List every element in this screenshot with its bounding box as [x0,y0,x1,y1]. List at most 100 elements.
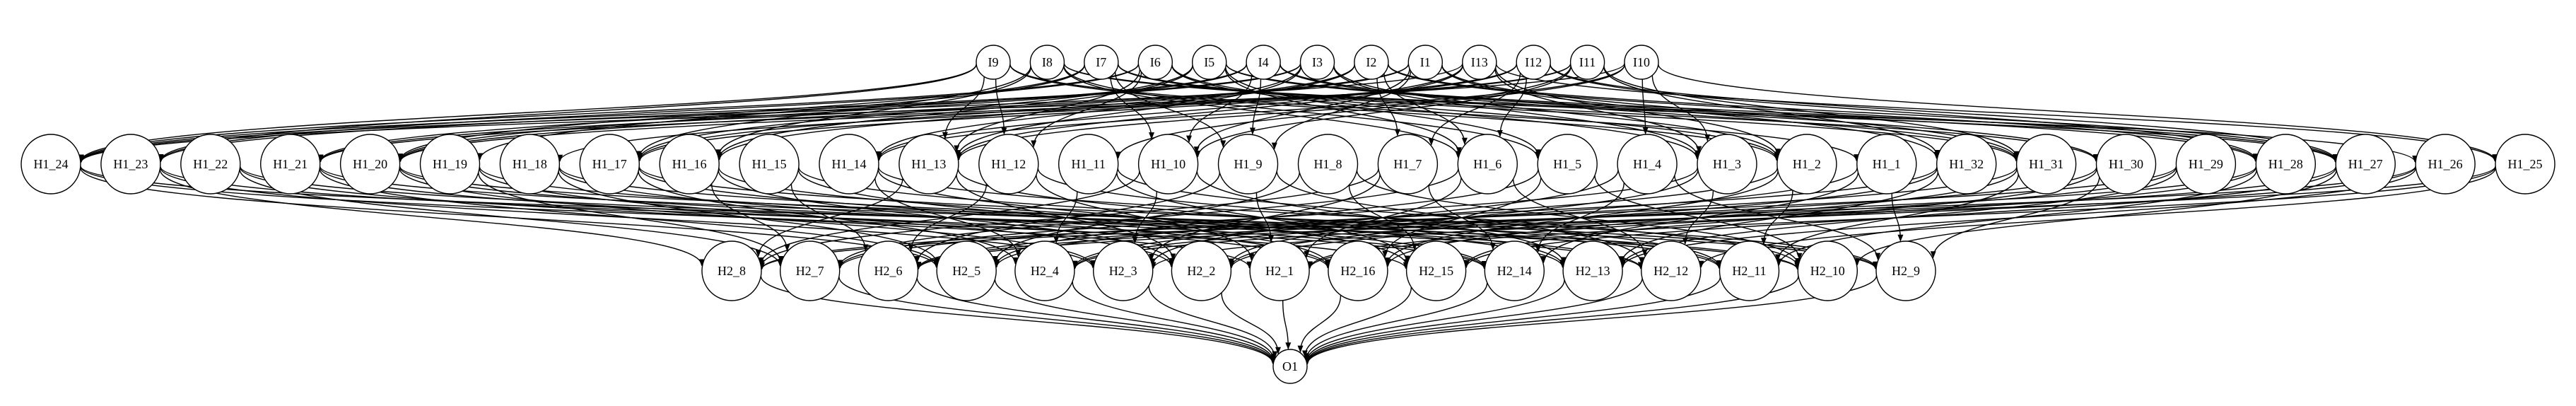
node-circle [2015,134,2077,195]
node-circle [499,134,561,195]
node-circle [739,134,800,195]
hidden2-node-h2-10: H2_10 [1797,240,1858,301]
node-label: H1_24 [34,157,69,171]
edge-h2-12-to-o1 [1304,278,1643,363]
input-node-i7: I7 [1084,45,1119,80]
edge-i3-to-h1-13 [955,66,1301,158]
node-label: H1_11 [1072,157,1106,171]
edge-h2-15-to-o1 [1301,286,1412,358]
hidden1-node-h1-17: H1_17 [579,134,640,195]
edge-h1-26-to-h2-3 [1150,166,2416,269]
node-circle [1405,240,1467,301]
node-label: I6 [1150,55,1161,69]
edge-h2-14-to-o1 [1304,282,1488,361]
node-label: H1_10 [1151,157,1185,171]
node-label: H2_3 [1109,264,1137,278]
hidden2-node-h2-3: H2_3 [1092,240,1154,301]
edges-layer [78,63,2498,365]
edge-i11-to-h1-32 [1603,66,1940,157]
edge-h1-19-to-h2-7 [478,172,784,263]
edge-i13-to-h1-2 [1495,67,1781,156]
node-label: I13 [1471,55,1488,69]
input-node-i4: I4 [1246,45,1281,80]
node-label: I4 [1258,55,1269,69]
hidden1-node-h1-2: H1_2 [1776,134,1837,195]
hidden1-node-h1-28: H1_28 [2255,134,2317,195]
input-node-i12: I12 [1516,45,1551,80]
edge-h2-3-to-o1 [1148,285,1278,359]
node-label: H2_8 [718,264,746,278]
hidden2-node-h2-2: H2_2 [1171,240,1232,301]
edge-i1-to-h1-10 [1193,68,1410,154]
edge-h1-29-to-h2-8 [759,166,2177,269]
node-label: H2_10 [1810,264,1845,278]
node-label: H1_17 [592,157,627,171]
hidden2-node-h2-13: H2_13 [1562,240,1623,301]
hidden2-node-h2-11: H2_11 [1719,240,1780,301]
hidden1-node-h1-26: H1_26 [2415,134,2476,195]
node-circle [978,134,1039,195]
node-label: H1_29 [2189,157,2223,171]
node-circle [1354,45,1389,80]
hidden2-node-h2-14: H2_14 [1484,240,1545,301]
input-node-i10: I10 [1624,45,1659,80]
hidden2-node-h2-12: H2_12 [1641,240,1702,301]
node-label: H1_7 [1393,157,1422,171]
node-label: H2_5 [952,264,980,278]
node-circle [1014,240,1075,301]
hidden1-node-h1-10: H1_10 [1137,134,1199,195]
node-circle [579,134,640,195]
node-label: H1_32 [1949,157,1984,171]
node-circle [1797,240,1858,301]
node-circle [1617,134,1678,195]
node-circle [1624,45,1659,80]
edge-i6-to-h1-3 [1171,65,1700,160]
node-label: H1_31 [2029,157,2063,171]
node-circle [1516,45,1551,80]
node-circle [1299,45,1335,80]
node-label: H2_7 [796,264,824,278]
hidden1-node-h1-22: H1_22 [180,134,241,195]
node-circle [180,134,241,195]
node-circle [701,240,762,301]
node-circle [260,134,321,195]
edge-i11-to-h1-11 [1115,65,1571,159]
input-node-i9: I9 [976,45,1011,80]
hidden1-node-h1-29: H1_29 [2175,134,2237,195]
node-circle [339,134,401,195]
edge-i1-to-h1-9 [1271,70,1412,150]
edge-h1-25-to-h2-6 [915,166,2496,270]
edge-h1-10-to-h2-8 [758,170,1140,265]
node-circle [2495,134,2555,195]
node-circle [659,134,720,195]
edge-h2-11-to-o1 [1304,277,1721,364]
input-node-i2: I2 [1354,45,1389,80]
hidden1-node-h1-9: H1_9 [1217,134,1279,195]
node-label: H1_25 [2508,157,2543,171]
node-label: H1_14 [832,157,867,171]
edge-i7-to-h1-9 [1114,71,1226,148]
edge-i11-to-h1-20 [397,63,1571,163]
node-circle [1029,45,1065,80]
edge-h2-1-to-o1 [1282,300,1292,350]
input-node-i8: I8 [1029,45,1065,80]
node-label: H1_19 [433,157,467,171]
node-label: H1_22 [193,157,228,171]
node-circle [1297,134,1359,195]
edge-i13-to-h1-3 [1494,69,1702,153]
node-circle [1875,240,1936,301]
node-label: H1_13 [911,157,946,171]
node-label: H2_9 [1892,264,1920,278]
node-circle [100,134,161,195]
hidden1-node-h1-13: H1_13 [898,134,959,195]
hidden2-node-h2-7: H2_7 [779,240,841,301]
hidden1-node-h1-18: H1_18 [499,134,561,195]
node-label: H2_13 [1576,264,1610,278]
hidden1-node-h1-15: H1_15 [739,134,800,195]
node-label: H1_27 [2348,157,2383,171]
edge-i12-to-h1-6 [1497,77,1527,137]
node-circle [976,45,1011,80]
hidden2-node-h2-5: H2_5 [936,240,997,301]
edge-h2-6-to-o1 [916,277,1276,364]
